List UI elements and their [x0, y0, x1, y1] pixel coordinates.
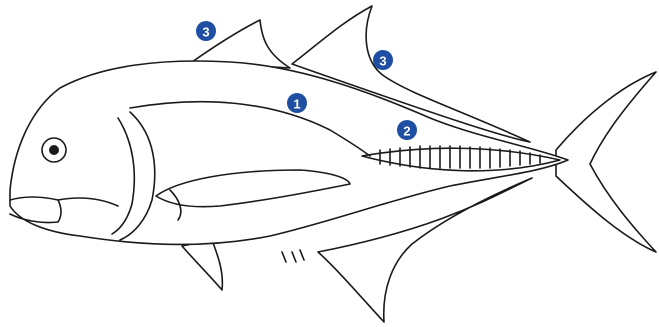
marker-2: 2 [397, 120, 417, 140]
marker-1: 1 [287, 93, 307, 113]
marker-3-second-dorsal-label: 3 [379, 54, 386, 69]
fish-pupil [49, 145, 59, 155]
belly-finlets [282, 250, 304, 262]
marker-1-label: 1 [293, 97, 300, 112]
caudal-fin [556, 72, 656, 252]
marker-3-first-dorsal-label: 3 [202, 25, 209, 40]
marker-3-first-dorsal: 3 [196, 21, 216, 41]
marker-3-second-dorsal: 3 [373, 50, 393, 70]
marker-2-label: 2 [403, 124, 410, 139]
fish-body [10, 61, 568, 244]
pelvic-fin [182, 240, 222, 290]
